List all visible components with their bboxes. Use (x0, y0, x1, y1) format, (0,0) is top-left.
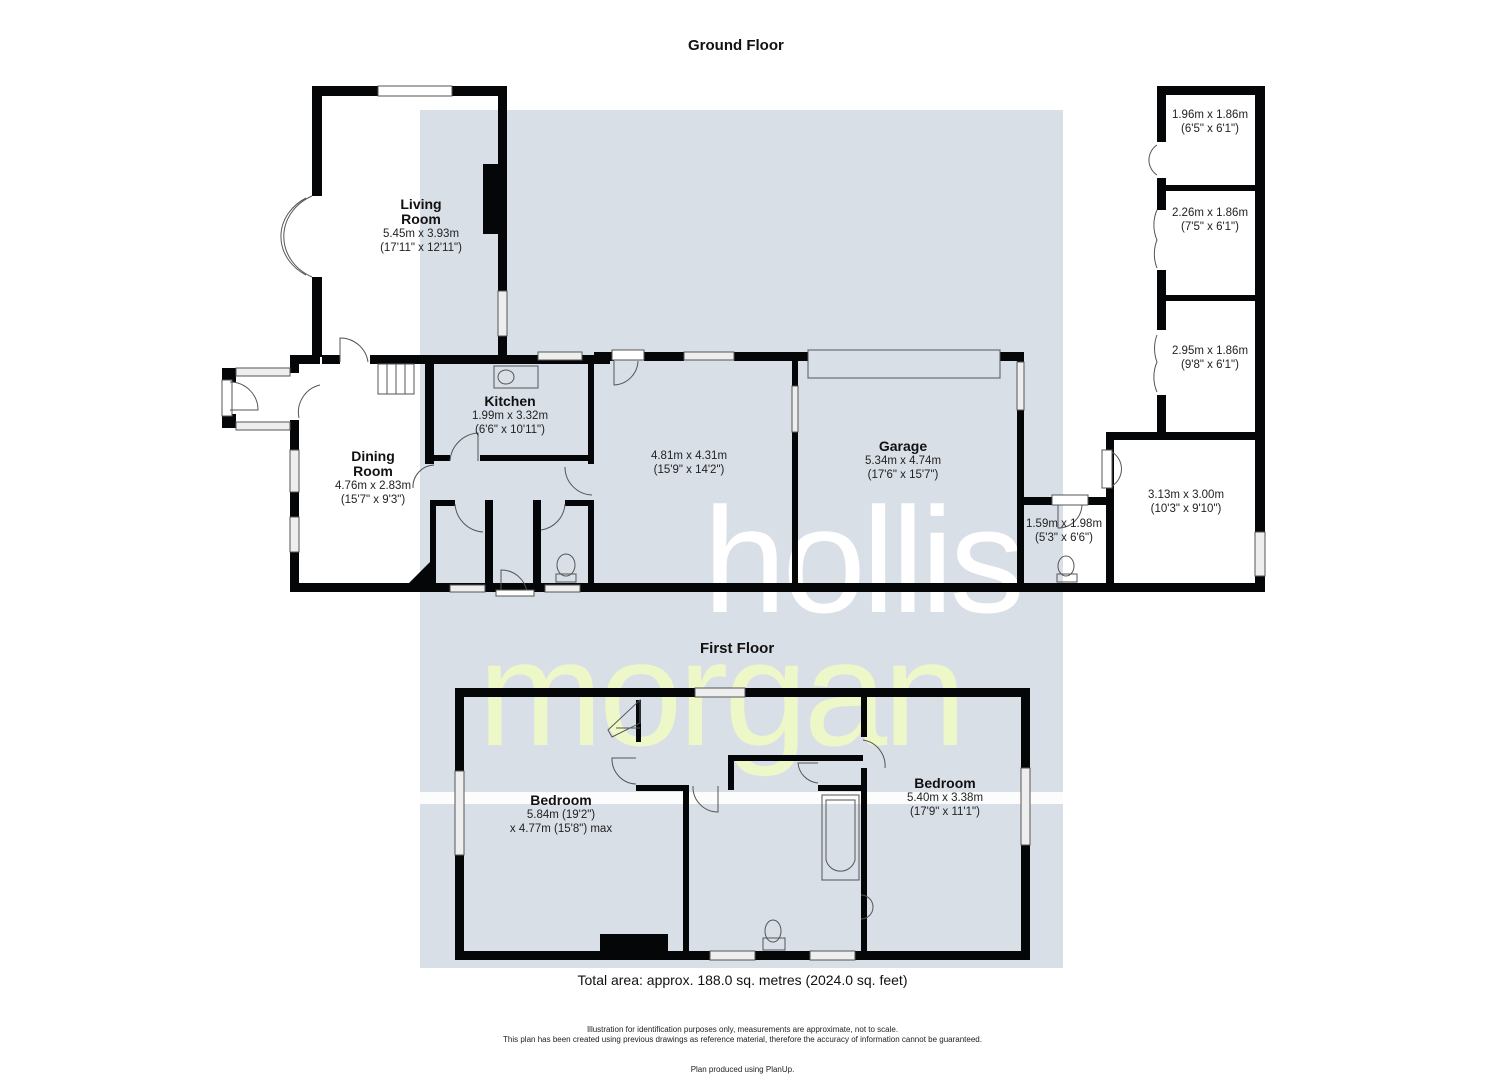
room-label-store-1: 1.96m x 1.86m (6'5" x 6'1") (1171, 109, 1249, 135)
ground-floor-fixtures (221, 85, 1266, 597)
room-label-bedroom-1: Bedroom 5.84m (19'2") x 4.77m (15'8") ma… (509, 792, 613, 836)
room-label-store-2: 2.26m x 1.86m (7'5" x 6'1") (1171, 207, 1249, 233)
disclaimer-line-1: Illustration for identification purposes… (586, 1025, 899, 1034)
produced-by: Plan produced using PlanUp. (690, 1065, 795, 1074)
watermark-hollis: hollis (703, 476, 1021, 644)
first-floor-walls (455, 688, 1030, 960)
first-floor-fixtures (454, 687, 1031, 961)
room-label-wc: 1.59m x 1.98m (5'3" x 6'6") (1025, 518, 1103, 544)
room-label-kitchen: Kitchen 1.99m x 3.32m (6'6" x 10'11") (471, 393, 549, 437)
room-label-garage: Garage 5.34m x 4.74m (17'6" x 15'7") (864, 438, 942, 482)
room-label-living-room: Living Room 5.45m x 3.93m (17'11" x 12'1… (380, 196, 462, 255)
ground-floor-title: Ground Floor (688, 37, 784, 54)
room-label-bedroom-2: Bedroom 5.40m x 3.38m (17'9" x 11'1") (906, 775, 984, 819)
room-label-4-81-room: 4.81m x 4.31m (15'9" x 14'2") (650, 450, 728, 476)
ground-floor-walls (222, 86, 1265, 592)
disclaimer-line-2: This plan has been created using previou… (503, 1035, 982, 1044)
first-floor-title: First Floor (700, 640, 775, 657)
total-area: Total area: approx. 188.0 sq. metres (20… (577, 972, 908, 988)
watermark-panel (420, 110, 1063, 968)
room-label-store-3: 2.95m x 1.86m (9'8" x 6'1") (1171, 345, 1249, 371)
room-label-dining-room: Dining Room 4.76m x 2.83m (15'7" x 9'3") (334, 448, 412, 507)
room-label-store-4: 3.13m x 3.00m (10'3" x 9'10") (1147, 489, 1225, 515)
